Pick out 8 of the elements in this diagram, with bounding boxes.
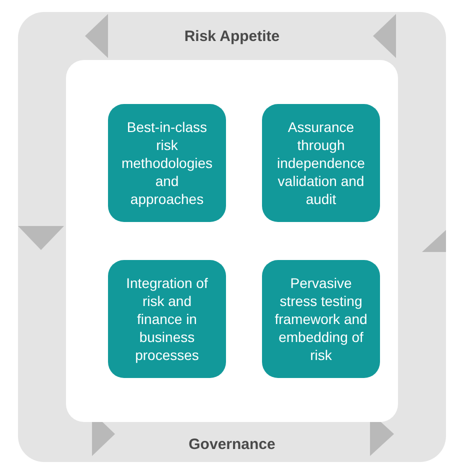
band-title: Risk Appetite xyxy=(183,28,281,45)
process-box: Assurance through independence validation and audit xyxy=(262,104,380,222)
content-panel xyxy=(66,60,398,422)
band-title: Governance xyxy=(188,436,276,453)
process-box: Best-in-class risk methodologies and approaches xyxy=(108,104,226,222)
frame-band xyxy=(18,12,446,462)
process-box: Pervasive stress testing framework and embedding of risk xyxy=(262,260,380,378)
process-box: Integration of risk and finance in business processes xyxy=(108,260,226,378)
